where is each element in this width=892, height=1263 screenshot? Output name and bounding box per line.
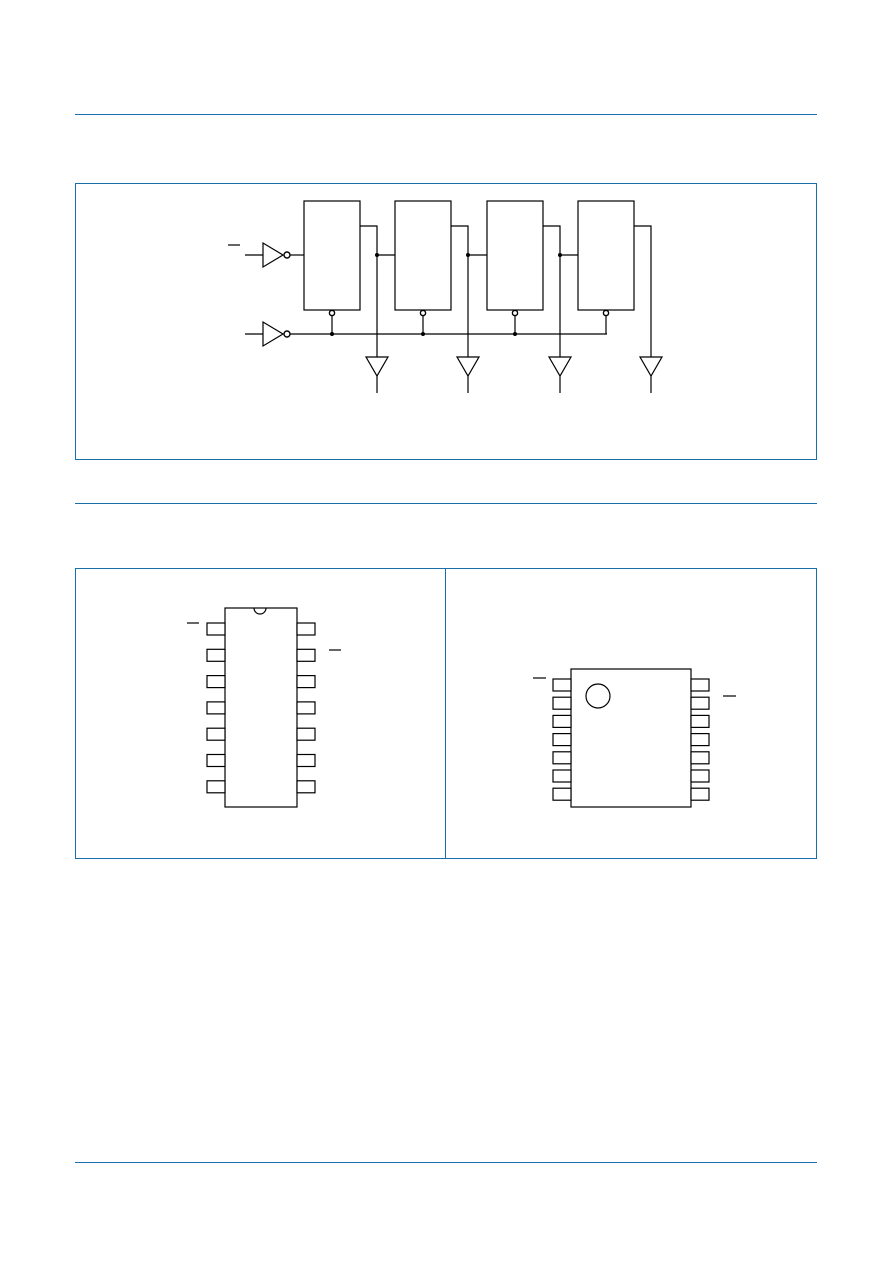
qfn-pin-right-7	[690, 787, 710, 801]
flip-flop-4	[577, 200, 635, 311]
dip-pin-right-2	[296, 648, 316, 662]
dip-pin-left-2	[206, 648, 226, 662]
dip-pin-left-3	[206, 674, 226, 689]
qfn-package	[533, 668, 736, 808]
qfn-pin1-marker	[585, 683, 611, 709]
dip-notch	[253, 607, 267, 615]
header-rule	[75, 114, 817, 115]
chain-junction-3	[558, 253, 562, 257]
qfn-pin-left-6	[552, 769, 572, 783]
q-output-wire-4	[634, 225, 652, 357]
chain-junction-2	[466, 253, 470, 257]
output-buffer-2	[455, 356, 481, 378]
output-buffer-1	[364, 356, 390, 378]
flip-flop-2	[394, 200, 452, 311]
dip-pin-right-1	[296, 622, 316, 636]
qfn-pin-left-4	[552, 732, 572, 747]
dip-pin-right-4	[296, 701, 316, 715]
qfn-pin-left-7	[552, 787, 572, 801]
output-buffer-4	[638, 356, 664, 378]
flip-flop-1	[303, 200, 361, 311]
reset-bubble-1	[328, 309, 336, 317]
qfn-pin-right-6	[690, 769, 710, 783]
reset-bubble-2	[419, 309, 427, 317]
qfn-pin-right-2	[690, 696, 710, 710]
chain-junction-1	[375, 253, 379, 257]
dip-pin-right-3	[296, 674, 316, 689]
inverter-1-body	[262, 241, 285, 269]
qfn-pin-left-3	[552, 714, 572, 729]
footer-rule	[75, 1162, 817, 1163]
qfn-pin-right-1	[690, 678, 710, 692]
dip-pin-left-5	[206, 727, 226, 741]
section-rule	[75, 503, 817, 504]
qfn-pin-left-1	[552, 678, 572, 692]
qfn-pin-left-2	[552, 696, 572, 710]
dip-pin-left-1	[206, 622, 226, 636]
inverter-2-body	[262, 320, 285, 348]
qfn-pin-right-3	[690, 714, 710, 729]
reset-junction-1	[330, 332, 334, 336]
inverter-1-bubble	[283, 251, 291, 259]
q-output-wire-2	[451, 225, 469, 357]
qfn-pin-left-5	[552, 751, 572, 765]
reset-junction-2	[421, 332, 425, 336]
dip-pin-left-6	[206, 753, 226, 768]
inverter-2-bubble	[283, 330, 291, 338]
q-output-wire-3	[543, 225, 561, 357]
dip-body	[224, 607, 298, 808]
pin-config-frame-right	[445, 568, 817, 859]
dip-pin-left-7	[206, 780, 226, 794]
dip-package	[187, 607, 341, 808]
dip-pin-right-6	[296, 753, 316, 768]
flip-flop-3	[486, 200, 544, 311]
dip-pin-right-5	[296, 727, 316, 741]
reset-bubble-4	[602, 309, 610, 317]
output-buffer-3	[547, 356, 573, 378]
dip-pin-right-7	[296, 780, 316, 794]
logic-diagram-frame	[75, 183, 817, 460]
q-output-wire-1	[360, 225, 378, 357]
dip-pin-left-4	[206, 701, 226, 715]
reset-bubble-3	[511, 309, 519, 317]
logic-diagram	[228, 200, 664, 393]
qfn-pin-right-5	[690, 751, 710, 765]
qfn-pin-right-4	[690, 732, 710, 747]
qfn-body	[570, 668, 692, 808]
reset-junction-3	[513, 332, 517, 336]
